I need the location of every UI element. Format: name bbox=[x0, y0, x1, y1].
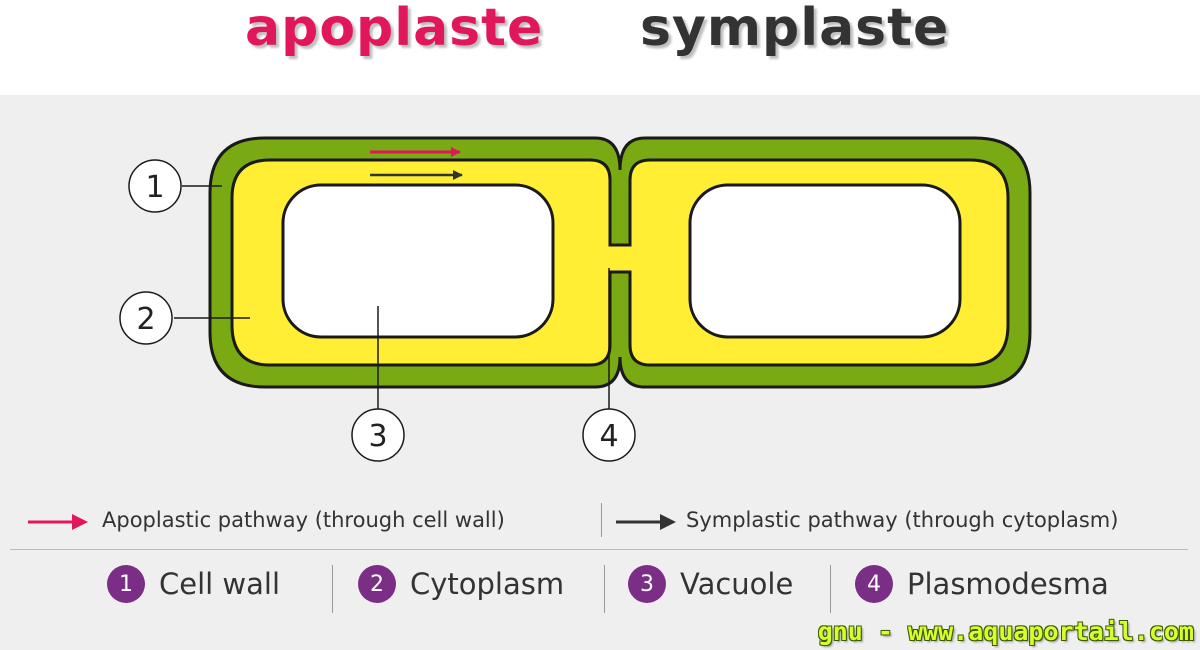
svg-text:4: 4 bbox=[599, 419, 618, 454]
key-item-plasmodesma: 4 Plasmodesma bbox=[855, 565, 1109, 603]
title-symplast: symplaste bbox=[640, 0, 950, 58]
svg-text:1: 1 bbox=[145, 170, 164, 205]
callout-2: 2 bbox=[119, 291, 173, 345]
title-apoplast: apoplaste bbox=[245, 0, 544, 58]
svg-text:2: 2 bbox=[136, 302, 155, 337]
cell-diagram: 1 2 3 4 bbox=[119, 136, 1032, 462]
legend-divider bbox=[601, 503, 602, 537]
pathway-legend: Apoplastic pathway (through cell wall) S… bbox=[0, 500, 1200, 545]
key-badge: 4 bbox=[855, 565, 893, 603]
key-badge: 3 bbox=[628, 565, 666, 603]
key-item-cell-wall: 1 Cell wall bbox=[107, 565, 280, 603]
callout-1: 1 bbox=[128, 159, 182, 213]
callout-4: 4 bbox=[582, 408, 636, 462]
key-label: Cell wall bbox=[159, 567, 281, 601]
key-label: Plasmodesma bbox=[907, 567, 1109, 601]
key-badge: 1 bbox=[107, 565, 145, 603]
callout-3: 3 bbox=[351, 408, 405, 462]
key-item-vacuole: 3 Vacuole bbox=[628, 565, 793, 603]
vacuole-right bbox=[688, 183, 962, 339]
apoplastic-legend-arrow-icon bbox=[28, 514, 88, 530]
key-label: Cytoplasm bbox=[410, 567, 565, 601]
svg-text:3: 3 bbox=[368, 419, 387, 454]
symplastic-legend-label: Symplastic pathway (through cytoplasm) bbox=[686, 508, 1119, 532]
site-credit-watermark: gnu - www.aquaportail.com bbox=[817, 617, 1194, 646]
vacuole-left bbox=[281, 183, 555, 339]
component-key: 1 Cell wall 2 Cytoplasm 3 Vacuole 4 Plas… bbox=[0, 555, 1200, 615]
symplastic-legend-arrow-icon bbox=[616, 514, 676, 530]
legend-divider-line bbox=[10, 549, 1188, 550]
header: apoplaste symplaste bbox=[0, 0, 1200, 95]
key-separator bbox=[604, 565, 605, 613]
key-item-cytoplasm: 2 Cytoplasm bbox=[358, 565, 564, 603]
key-separator bbox=[830, 565, 831, 613]
key-label: Vacuole bbox=[680, 567, 794, 601]
key-separator bbox=[332, 565, 333, 613]
apoplastic-legend-label: Apoplastic pathway (through cell wall) bbox=[102, 508, 505, 532]
key-badge: 2 bbox=[358, 565, 396, 603]
